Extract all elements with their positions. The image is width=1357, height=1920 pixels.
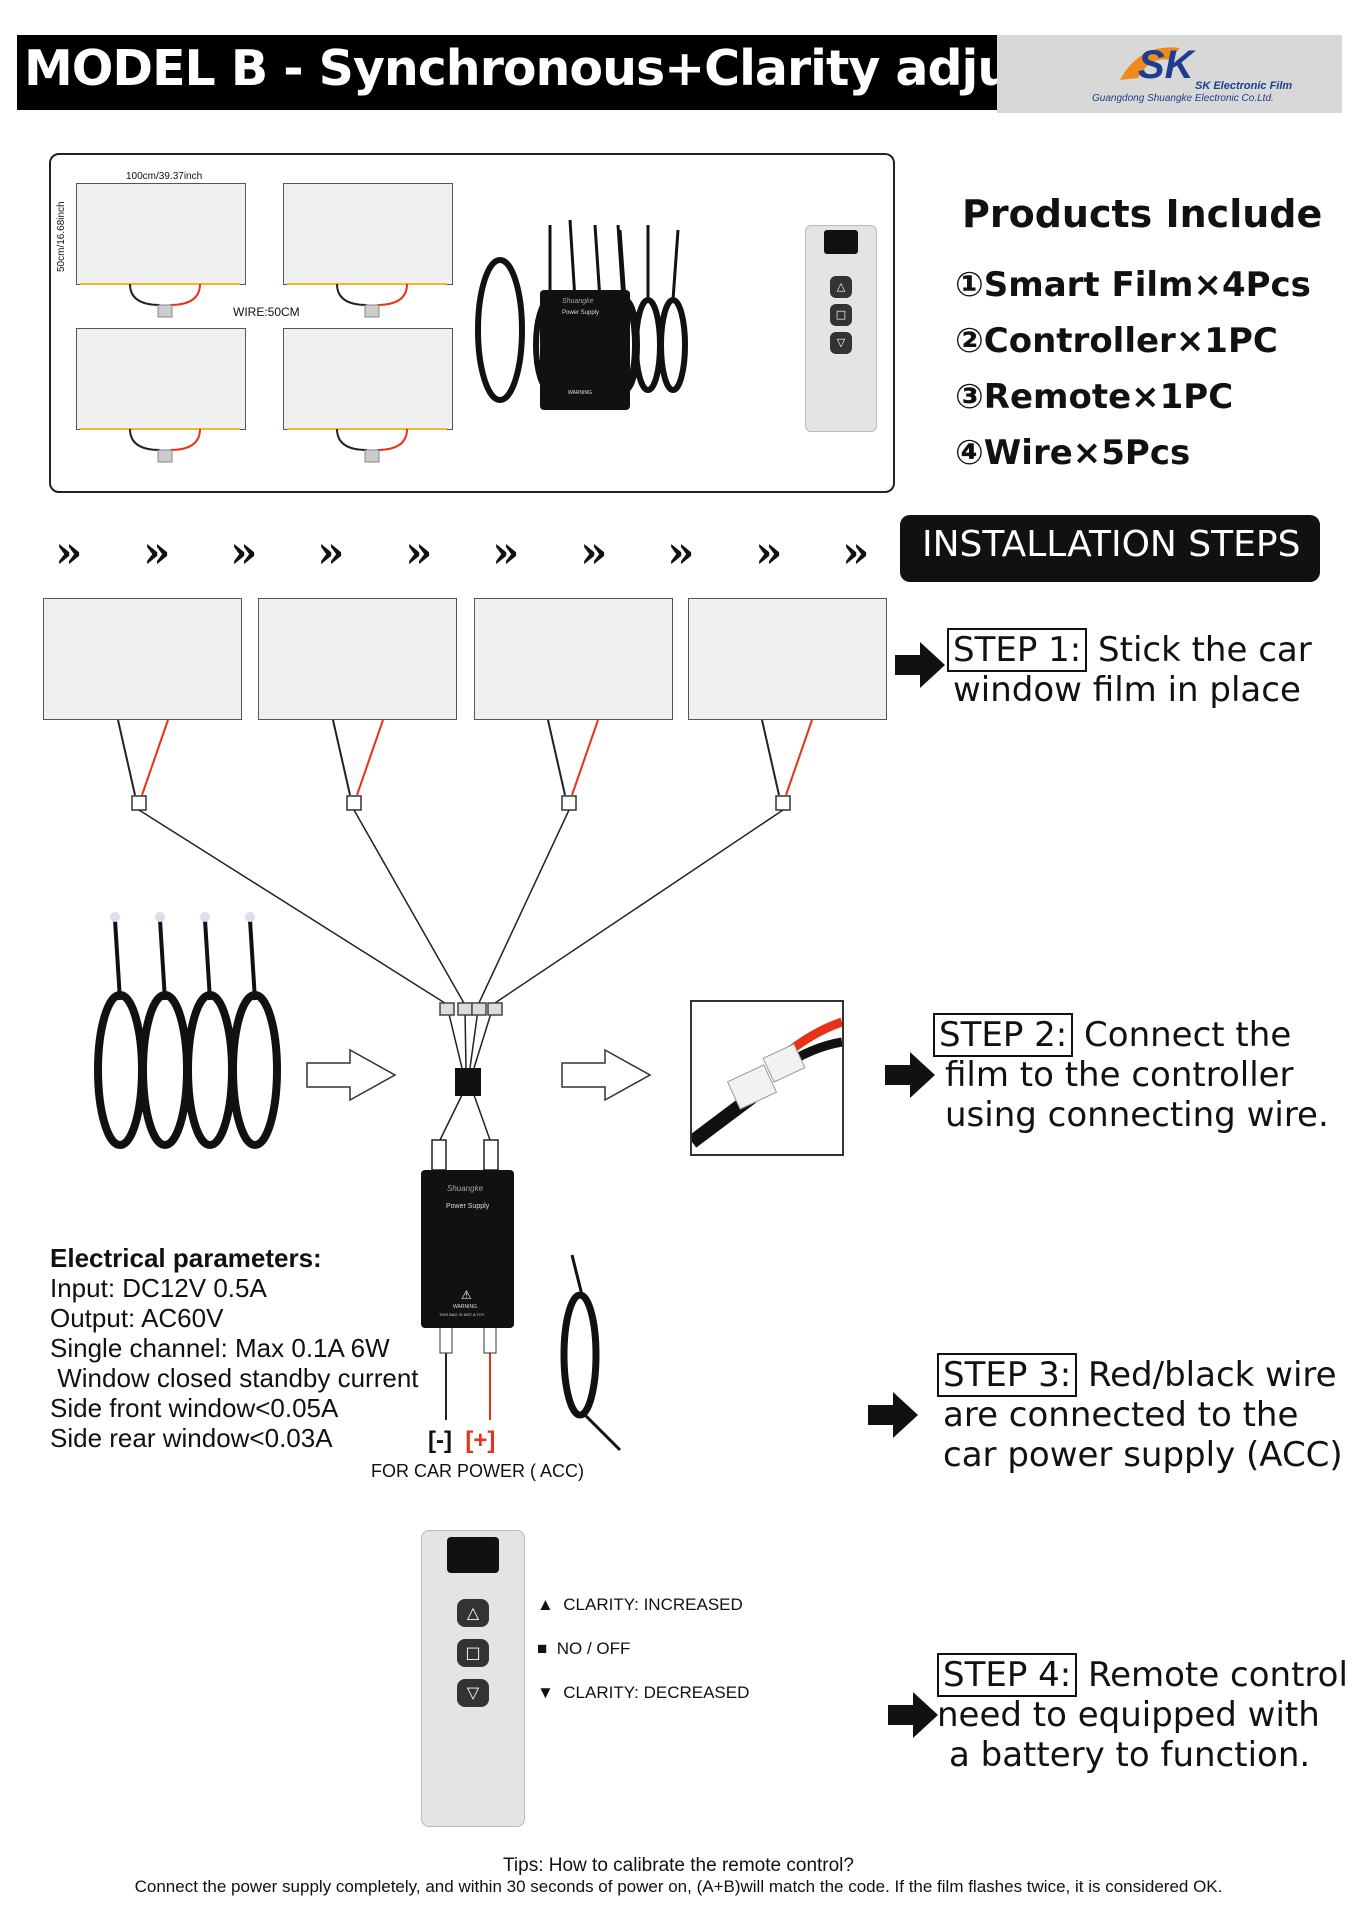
products-heading: Products Include [962, 192, 1323, 236]
electrical-line: Input: DC12V 0.5A [50, 1273, 267, 1303]
installation-badge [900, 515, 1320, 582]
product-item: ③Remote×1PC [955, 377, 1234, 417]
controller-title: Power Supply [446, 1203, 490, 1210]
chevron-icon: » [317, 527, 345, 578]
legend-clarity-up: ▲ CLARITY: INCREASED [537, 1595, 743, 1614]
chevron-icon: » [755, 527, 783, 578]
remote-led [447, 1537, 499, 1573]
connector-photo [690, 1000, 844, 1156]
product-item: ④Wire×5Pcs [955, 433, 1191, 473]
remote-control: △ □ ▽ [421, 1530, 525, 1827]
tips-question: Tips: How to calibrate the remote contro… [503, 1855, 854, 1876]
products-panel [49, 153, 895, 493]
chevron-icon: » [405, 527, 433, 578]
polarity-label: [-] [+] [428, 1427, 495, 1455]
controller-brand: Shuangke [447, 1184, 484, 1193]
up-button-icon: △ [457, 1599, 489, 1627]
chevron-icon: » [143, 527, 171, 578]
wire-coils-icon [94, 912, 281, 1149]
chevron-icon: » [842, 527, 870, 578]
step-3: STEP 3: Red/black wire are connected to … [937, 1353, 1343, 1475]
stop-button-icon: □ [830, 304, 852, 326]
logo-company: Guangdong Shuangke Electronic Co.Ltd. [1092, 93, 1274, 104]
logo-letters: SK [1138, 43, 1197, 87]
warning-icon: ⚠ [461, 1288, 472, 1302]
neg-terminal-label: [-] [428, 1427, 452, 1454]
product-item: ①Smart Film×4Pcs [955, 265, 1311, 305]
controller-warning-note: THIS BAG IS NOT A TOY [439, 1312, 485, 1317]
installation-title: INSTALLATION STEPS [922, 524, 1301, 565]
legend-off: ■ NO / OFF [537, 1639, 631, 1658]
film-sheet [688, 598, 887, 720]
electrical-line: Side front window<0.05A [50, 1393, 339, 1423]
film-sheet [258, 598, 457, 720]
legend-clarity-down: ▼ CLARITY: DECREASED [537, 1683, 750, 1702]
electrical-line: Window closed standby current [50, 1363, 419, 1393]
chevron-icon: » [230, 527, 258, 578]
remote-thumbnail: △ □ ▽ [805, 225, 877, 432]
film-sheet [474, 598, 673, 720]
chevron-icon: » [55, 527, 83, 578]
power-wire-icon [560, 1254, 622, 1452]
film-wires-illustration [80, 283, 447, 463]
chevron-icon: » [580, 527, 608, 578]
step-1: STEP 1: Stick the car window film in pla… [947, 628, 1312, 710]
electrical-line: Single channel: Max 0.1A 6W [50, 1333, 390, 1363]
film-sheet [283, 328, 453, 430]
electrical-line: Side rear window<0.03A [50, 1423, 333, 1453]
stop-button-icon: □ [457, 1639, 489, 1667]
electrical-parameters: Electrical parameters: Input: DC12V 0.5A… [50, 1243, 419, 1453]
controller-box: Shuangke Power Supply ⚠ WARNING THIS BAG… [421, 1170, 514, 1328]
film-width-label: 100cm/39.37inch [126, 171, 203, 182]
logo-brand: SK Electronic Film [1195, 80, 1293, 92]
up-button-icon: △ [830, 276, 852, 298]
title-bar [17, 35, 997, 110]
chevron-icon: » [667, 527, 695, 578]
down-button-icon: ▽ [830, 332, 852, 354]
chevron-icon: » [492, 527, 520, 578]
electrical-line: Output: AC60V [50, 1303, 224, 1333]
wire-coils-icon [608, 224, 688, 393]
tips-answer: Connect the power supply completely, and… [134, 1877, 1223, 1896]
down-button-icon: ▽ [457, 1679, 489, 1707]
step-2: STEP 2: Connect the film to the controll… [933, 1013, 1329, 1135]
film-sheet [43, 598, 242, 720]
wire-label: WIRE:50CM [233, 305, 300, 319]
product-item: ②Controller×1PC [955, 321, 1278, 361]
pos-terminal-label: [+] [465, 1427, 496, 1454]
electrical-heading: Electrical parameters: [50, 1243, 322, 1273]
remote-led [824, 230, 858, 254]
car-power-label: FOR CAR POWER ( ACC) [371, 1461, 585, 1481]
controller-warning: WARNING [453, 1304, 477, 1310]
sk-logo-icon: SK [1120, 43, 1197, 87]
step-4: STEP 4: Remote control need to equipped … [937, 1653, 1348, 1775]
